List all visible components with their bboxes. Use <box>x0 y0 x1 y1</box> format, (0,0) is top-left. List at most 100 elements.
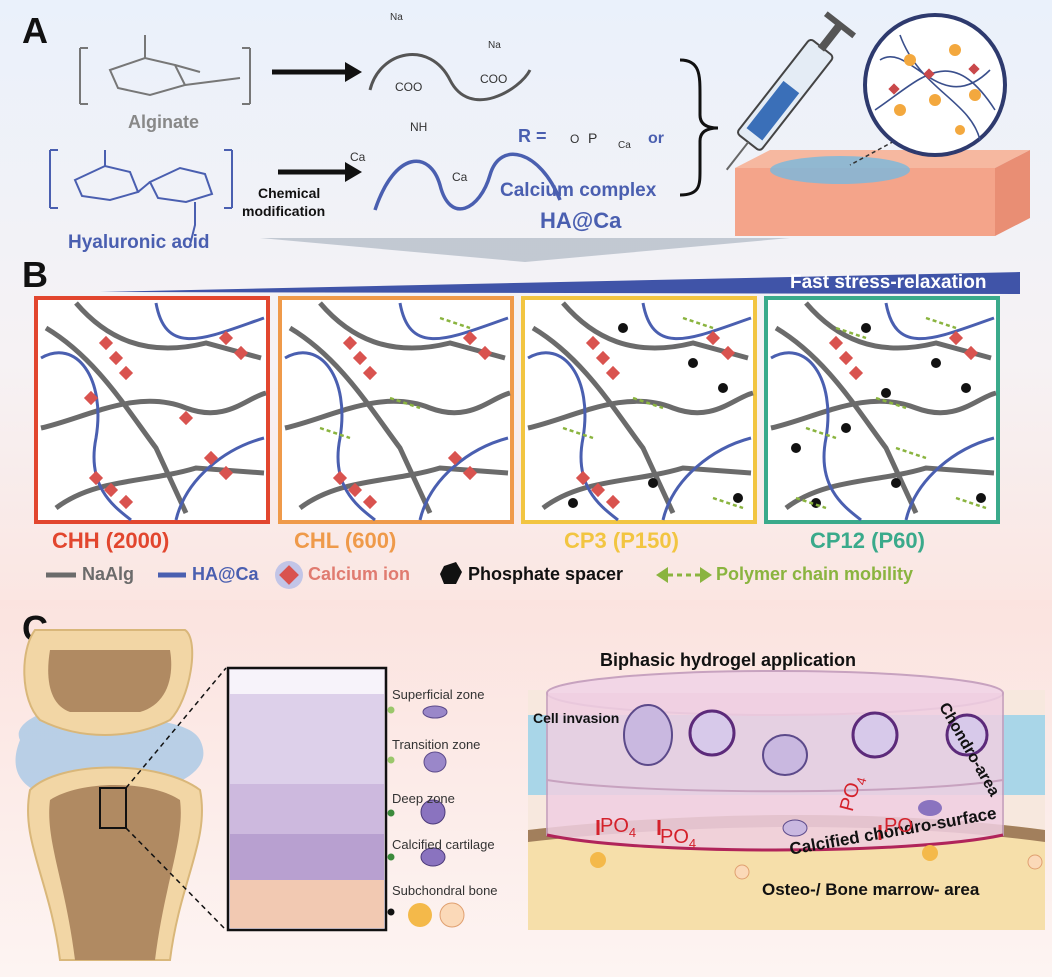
divider-wedge <box>260 238 790 262</box>
calcium-ion-mark <box>462 330 478 346</box>
calcium-ion-mark <box>462 465 478 481</box>
calcium-ion-mark <box>103 482 119 498</box>
calcium-ion-mark <box>605 494 621 510</box>
calcium-ion-mark <box>218 465 234 481</box>
naalg-chain <box>40 390 267 431</box>
calcium-ion-mark <box>720 345 736 361</box>
haca-chain-line <box>398 302 509 341</box>
haca-chain-line <box>418 436 509 521</box>
naalg-chain <box>774 325 919 515</box>
r-equals-label: R = <box>518 126 547 146</box>
mobility-arrow <box>712 496 744 510</box>
haca-chain-line <box>40 351 132 522</box>
legend-phosphate-icon <box>440 562 462 584</box>
zone-label-subchondral: Subchondral bone <box>392 883 498 898</box>
haca-chain-line <box>904 436 995 521</box>
calcium-ion-mark <box>178 410 194 426</box>
naalg-chain <box>54 465 265 511</box>
calcium-ion-mark <box>705 330 721 346</box>
phosphate-spacer-mark <box>688 358 698 368</box>
legend-haca-label: HA@Ca <box>192 564 259 584</box>
naalg-chain <box>44 325 189 515</box>
zone-label-deep: Deep zone <box>392 791 455 806</box>
arrow-alginate <box>272 62 362 82</box>
p-label: P <box>588 130 598 146</box>
naalg-chain <box>298 465 509 511</box>
po4-label-1: PO4 <box>600 815 637 840</box>
box-label-chh: CHH (2000) <box>52 528 170 553</box>
fast-stress-relaxation-label: Fast stress-relaxation <box>790 272 987 293</box>
stress-relaxation-wedge <box>100 272 1020 294</box>
phosphate-spacer-mark <box>791 443 801 453</box>
coo-label-2: COO <box>480 72 508 86</box>
calcium-ion-mark <box>605 365 621 381</box>
legend-calcium-ion-icon <box>275 561 303 589</box>
syringe-icon <box>725 11 857 171</box>
alginate-structure <box>79 35 251 105</box>
calcium-ion-mark <box>838 350 854 366</box>
haca-chain-line <box>770 351 862 522</box>
calcium-ion-mark <box>585 335 601 351</box>
brace <box>679 58 719 197</box>
calcium-complex-label: Calcium complex <box>500 180 657 201</box>
naalg-chain <box>804 301 992 361</box>
po4-label-2: PO4 <box>660 826 697 851</box>
alginate-label: Alginate <box>128 112 200 132</box>
ca-label-2: Ca <box>452 170 468 184</box>
mobility-arrow <box>389 396 421 410</box>
calcium-ion-mark <box>963 345 979 361</box>
phosphate-spacer-mark <box>568 498 578 508</box>
naalg-chain <box>284 390 511 431</box>
mobility-arrow <box>682 316 714 330</box>
phosphate-spacer-mark <box>931 358 941 368</box>
calcium-ion-mark <box>218 330 234 346</box>
calcium-ion-mark <box>590 482 606 498</box>
na-label-1: Na <box>390 12 403 23</box>
phosphate-spacer-mark <box>961 383 971 393</box>
haca-chain-line <box>884 302 995 341</box>
calcium-ion-mark <box>595 350 611 366</box>
nh-label: NH <box>410 120 428 134</box>
panel-b-letter: B <box>22 254 48 295</box>
phosphate-spacer-mark <box>976 493 986 503</box>
legend-naalg-label: NaAlg <box>82 564 135 584</box>
legend-mobility-label: Polymer chain mobility <box>716 564 914 584</box>
calcium-ion-mark <box>828 335 844 351</box>
mobility-arrow <box>955 496 987 510</box>
calcium-ion-mark <box>477 345 493 361</box>
biphasic-title: Biphasic hydrogel application <box>600 650 857 670</box>
haca-chain <box>373 152 562 211</box>
phosphate-spacer-mark <box>891 478 901 488</box>
naalg-chain <box>770 390 997 431</box>
phosphate-spacer-mark <box>861 323 871 333</box>
zone-markers <box>387 705 465 928</box>
calcium-ion-mark <box>362 494 378 510</box>
calcium-ion-mark <box>233 345 249 361</box>
calcium-ion-mark <box>575 470 591 486</box>
naalg-chain <box>527 390 754 431</box>
po4-label-4: PO <box>884 815 913 837</box>
calcium-ion-mark <box>118 365 134 381</box>
mobility-arrow <box>805 426 837 440</box>
mobility-arrow <box>835 326 867 340</box>
cartilage-zone-box <box>226 666 388 932</box>
na-alginate-chain <box>368 53 532 102</box>
calcium-ion-mark <box>948 330 964 346</box>
haca-chain-line <box>661 436 752 521</box>
calcium-ion-mark <box>848 365 864 381</box>
mobility-arrow <box>632 396 664 410</box>
haca-chain-line <box>527 351 619 522</box>
or-label: or <box>648 130 664 147</box>
network-box-0 <box>34 296 270 524</box>
calcium-ion-mark <box>108 350 124 366</box>
zone-label-calcified: Calcified cartilage <box>392 837 495 852</box>
box-label-cp3: CP3 (P150) <box>564 528 679 553</box>
phosphate-spacer-mark <box>718 383 728 393</box>
calcium-ion-mark <box>347 482 363 498</box>
cell-invasion-label: Cell invasion <box>533 710 620 726</box>
calcium-ion-mark <box>83 390 99 406</box>
